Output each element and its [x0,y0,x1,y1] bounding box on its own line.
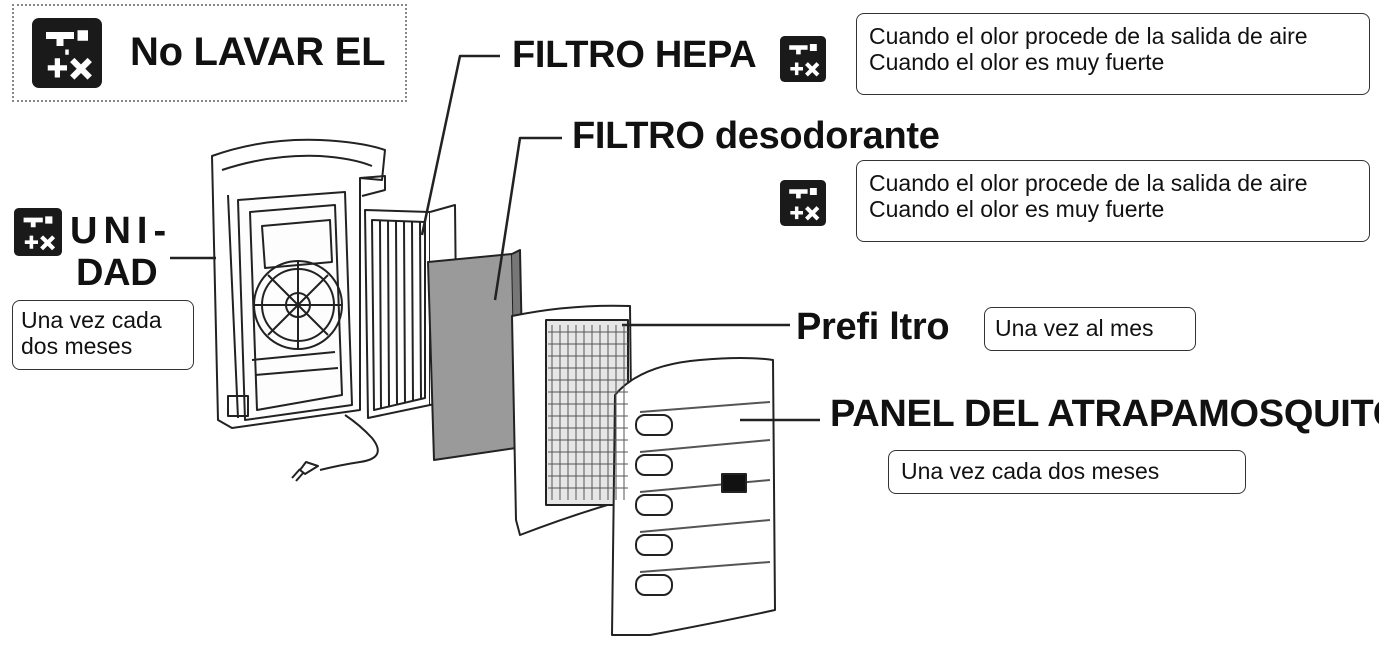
unit-label-line2: DAD [76,252,158,294]
prefilter-mesh [548,325,628,500]
unit-label-line1: UNI- [70,210,173,252]
no-wash-faucet-icon [780,36,826,82]
deodorizing-filter-label: FILTRO desodorante [572,115,940,157]
deodorizing-filter-note: Cuando el olor procede de la salida de a… [856,160,1370,242]
front-panel-drawing [611,357,776,636]
no-wash-label: No LAVAR EL [130,30,386,74]
unit-note-line2: dos meses [21,333,133,359]
hepa-filter-note-line1: Cuando el olor procede de la salida de a… [869,23,1308,49]
no-wash-banner: No LAVAR EL [12,4,407,102]
deodorizing-filter-note-line1: Cuando el olor procede de la salida de a… [869,170,1308,196]
no-wash-faucet-icon [780,180,826,226]
no-wash-faucet-icon [14,208,62,256]
main-unit-drawing [211,138,386,429]
prefilter-label: Prefi ltro [796,306,950,348]
unit-note-line1: Una vez cada [21,307,162,333]
mosquito-panel-note: Una vez cada dos meses [888,450,1246,494]
no-wash-faucet-icon [32,18,102,88]
power-cord-drawing [291,414,379,482]
hepa-filter-note: Cuando el olor procede de la salida de a… [856,13,1370,95]
prefilter-note-text: Una vez al mes [995,315,1154,341]
deodorizing-filter-drawing [427,249,525,461]
leader-lines [170,54,820,422]
hepa-filter-label: FILTRO HEPA [512,34,757,76]
mosquito-panel-note-text: Una vez cada dos meses [901,458,1160,484]
unit-note: Una vez cada dos meses [12,300,194,370]
prefilter-note: Una vez al mes [984,307,1196,351]
hepa-filter-note-line2: Cuando el olor es muy fuerte [869,49,1165,75]
mosquito-panel-label: PANEL DEL ATRAPAMOSQUITOS [830,393,1379,435]
deodorizing-filter-note-line2: Cuando el olor es muy fuerte [869,196,1165,222]
hepa-filter-drawing [364,204,458,419]
